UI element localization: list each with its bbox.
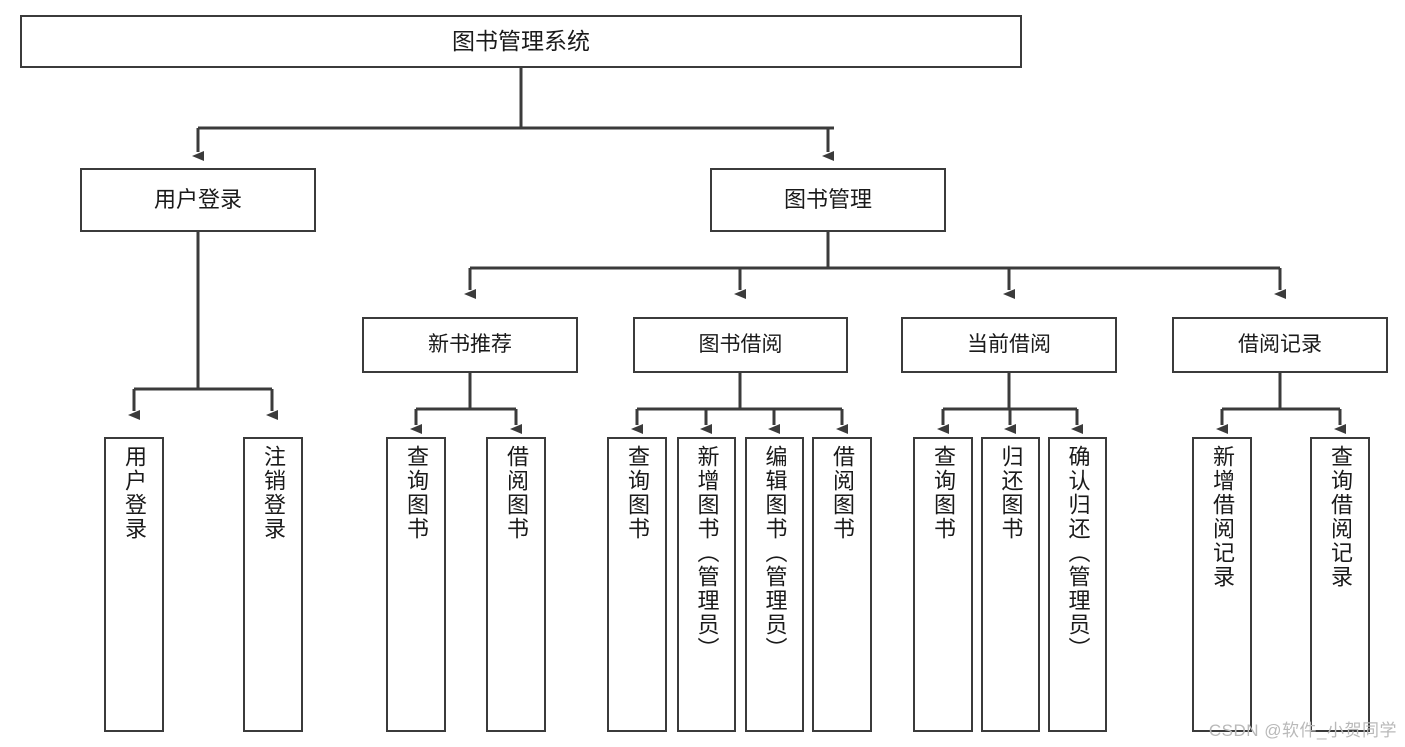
leaf-borrow-book-recommend[interactable]: 借阅图书 xyxy=(486,437,546,732)
node-user-login[interactable]: 用户登录 xyxy=(80,168,316,232)
node-label: 用户登录 xyxy=(122,445,147,541)
leaf-add-borrow-record[interactable]: 新增借阅记录 xyxy=(1192,437,1252,732)
node-borrow-record[interactable]: 借阅记录 xyxy=(1172,317,1388,373)
node-label: 图书管理系统 xyxy=(452,27,590,54)
node-label: 用户登录 xyxy=(153,187,242,213)
node-label: 查询借阅记录 xyxy=(1328,445,1353,589)
leaf-query-borrow-record[interactable]: 查询借阅记录 xyxy=(1310,437,1370,732)
leaf-add-book-admin[interactable]: 新增图书（管理员） xyxy=(677,437,736,732)
leaf-return-book[interactable]: 归还图书 xyxy=(981,437,1040,732)
node-label: 查询图书 xyxy=(931,445,956,541)
node-label: 查询图书 xyxy=(625,445,650,541)
node-root-book-management-system[interactable]: 图书管理系统 xyxy=(20,15,1022,68)
leaf-query-book-borrow[interactable]: 查询图书 xyxy=(607,437,667,732)
leaf-query-book-recommend[interactable]: 查询图书 xyxy=(386,437,446,732)
node-label: 借阅图书 xyxy=(830,445,855,541)
node-label: 注销登录 xyxy=(261,445,286,541)
node-label: 编辑图书（管理员） xyxy=(762,445,788,661)
node-label: 借阅图书 xyxy=(504,445,529,541)
node-label: 图书管理 xyxy=(783,187,872,213)
node-label: 图书借阅 xyxy=(698,332,783,356)
node-new-book-recommend[interactable]: 新书推荐 xyxy=(362,317,578,373)
node-label: 新书推荐 xyxy=(428,332,512,356)
node-book-management[interactable]: 图书管理 xyxy=(710,168,946,232)
node-label: 确认归还（管理员） xyxy=(1065,445,1091,661)
node-label: 新增借阅记录 xyxy=(1210,445,1235,589)
node-current-borrow[interactable]: 当前借阅 xyxy=(901,317,1117,373)
node-label: 归还图书 xyxy=(998,445,1024,541)
leaf-user-login[interactable]: 用户登录 xyxy=(104,437,164,732)
leaf-edit-book-admin[interactable]: 编辑图书（管理员） xyxy=(745,437,804,732)
leaf-user-logout[interactable]: 注销登录 xyxy=(243,437,303,732)
leaf-confirm-return-admin[interactable]: 确认归还（管理员） xyxy=(1048,437,1107,732)
node-book-borrow[interactable]: 图书借阅 xyxy=(633,317,848,373)
node-label: 当前借阅 xyxy=(967,332,1051,356)
node-label: 查询图书 xyxy=(404,445,429,541)
leaf-borrow-book[interactable]: 借阅图书 xyxy=(812,437,872,732)
node-label: 借阅记录 xyxy=(1238,332,1322,356)
watermark-text: CSDN @软件_小贺同学 xyxy=(1208,721,1397,740)
leaf-query-book-current[interactable]: 查询图书 xyxy=(913,437,973,732)
node-label: 新增图书（管理员） xyxy=(694,445,720,661)
